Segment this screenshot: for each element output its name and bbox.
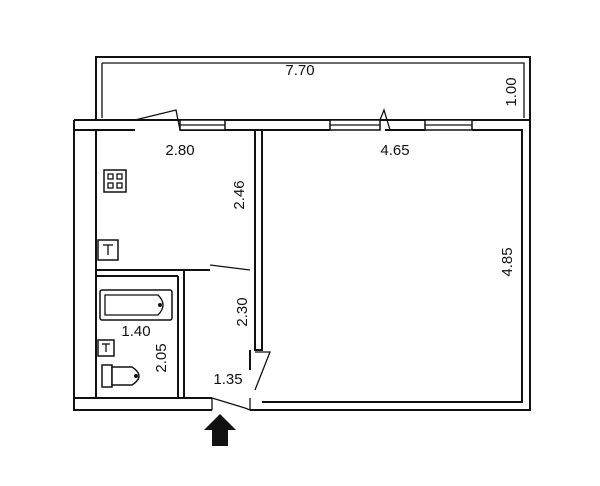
outer-walls [73,119,531,411]
bathtub-icon [99,289,173,321]
bath-sink-icon [97,339,115,357]
sink-icon [97,239,119,261]
kitchen-depth-label: 2.46 [231,180,248,209]
balcony-width-label: 1.00 [503,77,520,106]
balcony-length-label: 7.70 [285,62,314,79]
room-depth-label: 4.85 [499,247,516,276]
entrance-arrow-icon [204,414,236,446]
hall-depth-label: 2.30 [234,297,251,326]
bath-width-label: 1.40 [121,323,150,340]
entrance-door [211,397,251,411]
toilet-icon [101,364,140,388]
kitchen-width-label: 2.80 [165,142,194,159]
hall-width-label: 1.35 [213,371,242,388]
stove-icon [103,169,127,193]
windows [179,119,473,131]
interior-walls [96,130,271,398]
room-width-label: 4.65 [380,142,409,159]
kitchen-balcony-door [134,108,391,131]
bath-depth-label: 2.05 [153,343,170,372]
